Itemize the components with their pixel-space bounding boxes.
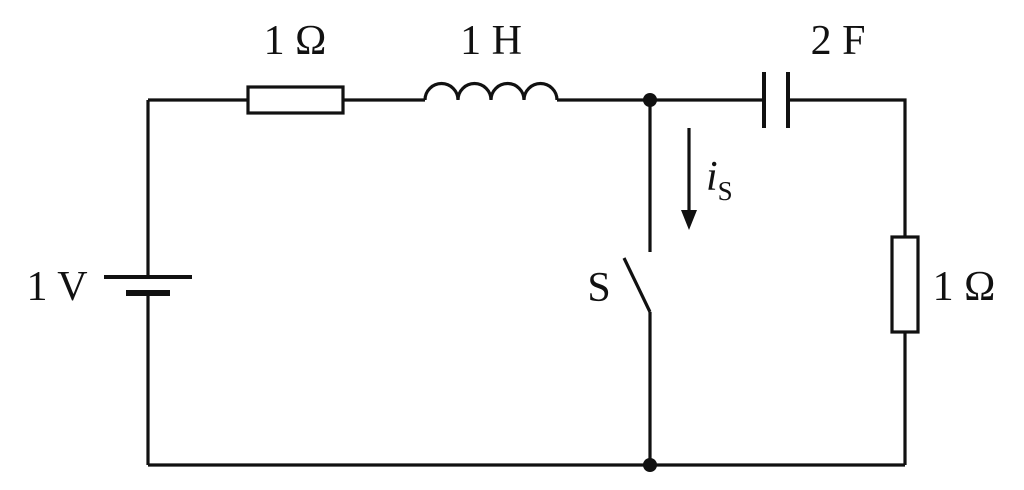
node-dot-bottom: [643, 458, 657, 472]
wire-right-upper: [788, 98, 907, 237]
inductor-coil: [423, 81, 559, 101]
current-subscript-text: S: [718, 176, 733, 206]
inductor-label: 1 H: [460, 18, 522, 64]
switch-label: S: [587, 265, 610, 311]
resistor-top-label: 1 Ω: [264, 18, 327, 64]
resistor-right-label: 1 Ω: [933, 264, 996, 310]
switch-symbol: [622, 100, 652, 465]
current-arrow-head: [681, 210, 697, 230]
resistor-right-body: [890, 235, 920, 334]
battery-symbol: [104, 275, 192, 296]
current-label: iS: [706, 154, 733, 206]
node-dot-top: [643, 93, 657, 107]
current-arrow: [681, 128, 697, 230]
resistor-top-body: [246, 85, 345, 115]
capacitor-label: 2 F: [811, 18, 866, 64]
switch-blade: [622, 257, 652, 313]
current-symbol-text: i: [706, 154, 718, 200]
capacitor-symbol: [762, 72, 790, 128]
source-label: 1 V: [26, 264, 87, 310]
